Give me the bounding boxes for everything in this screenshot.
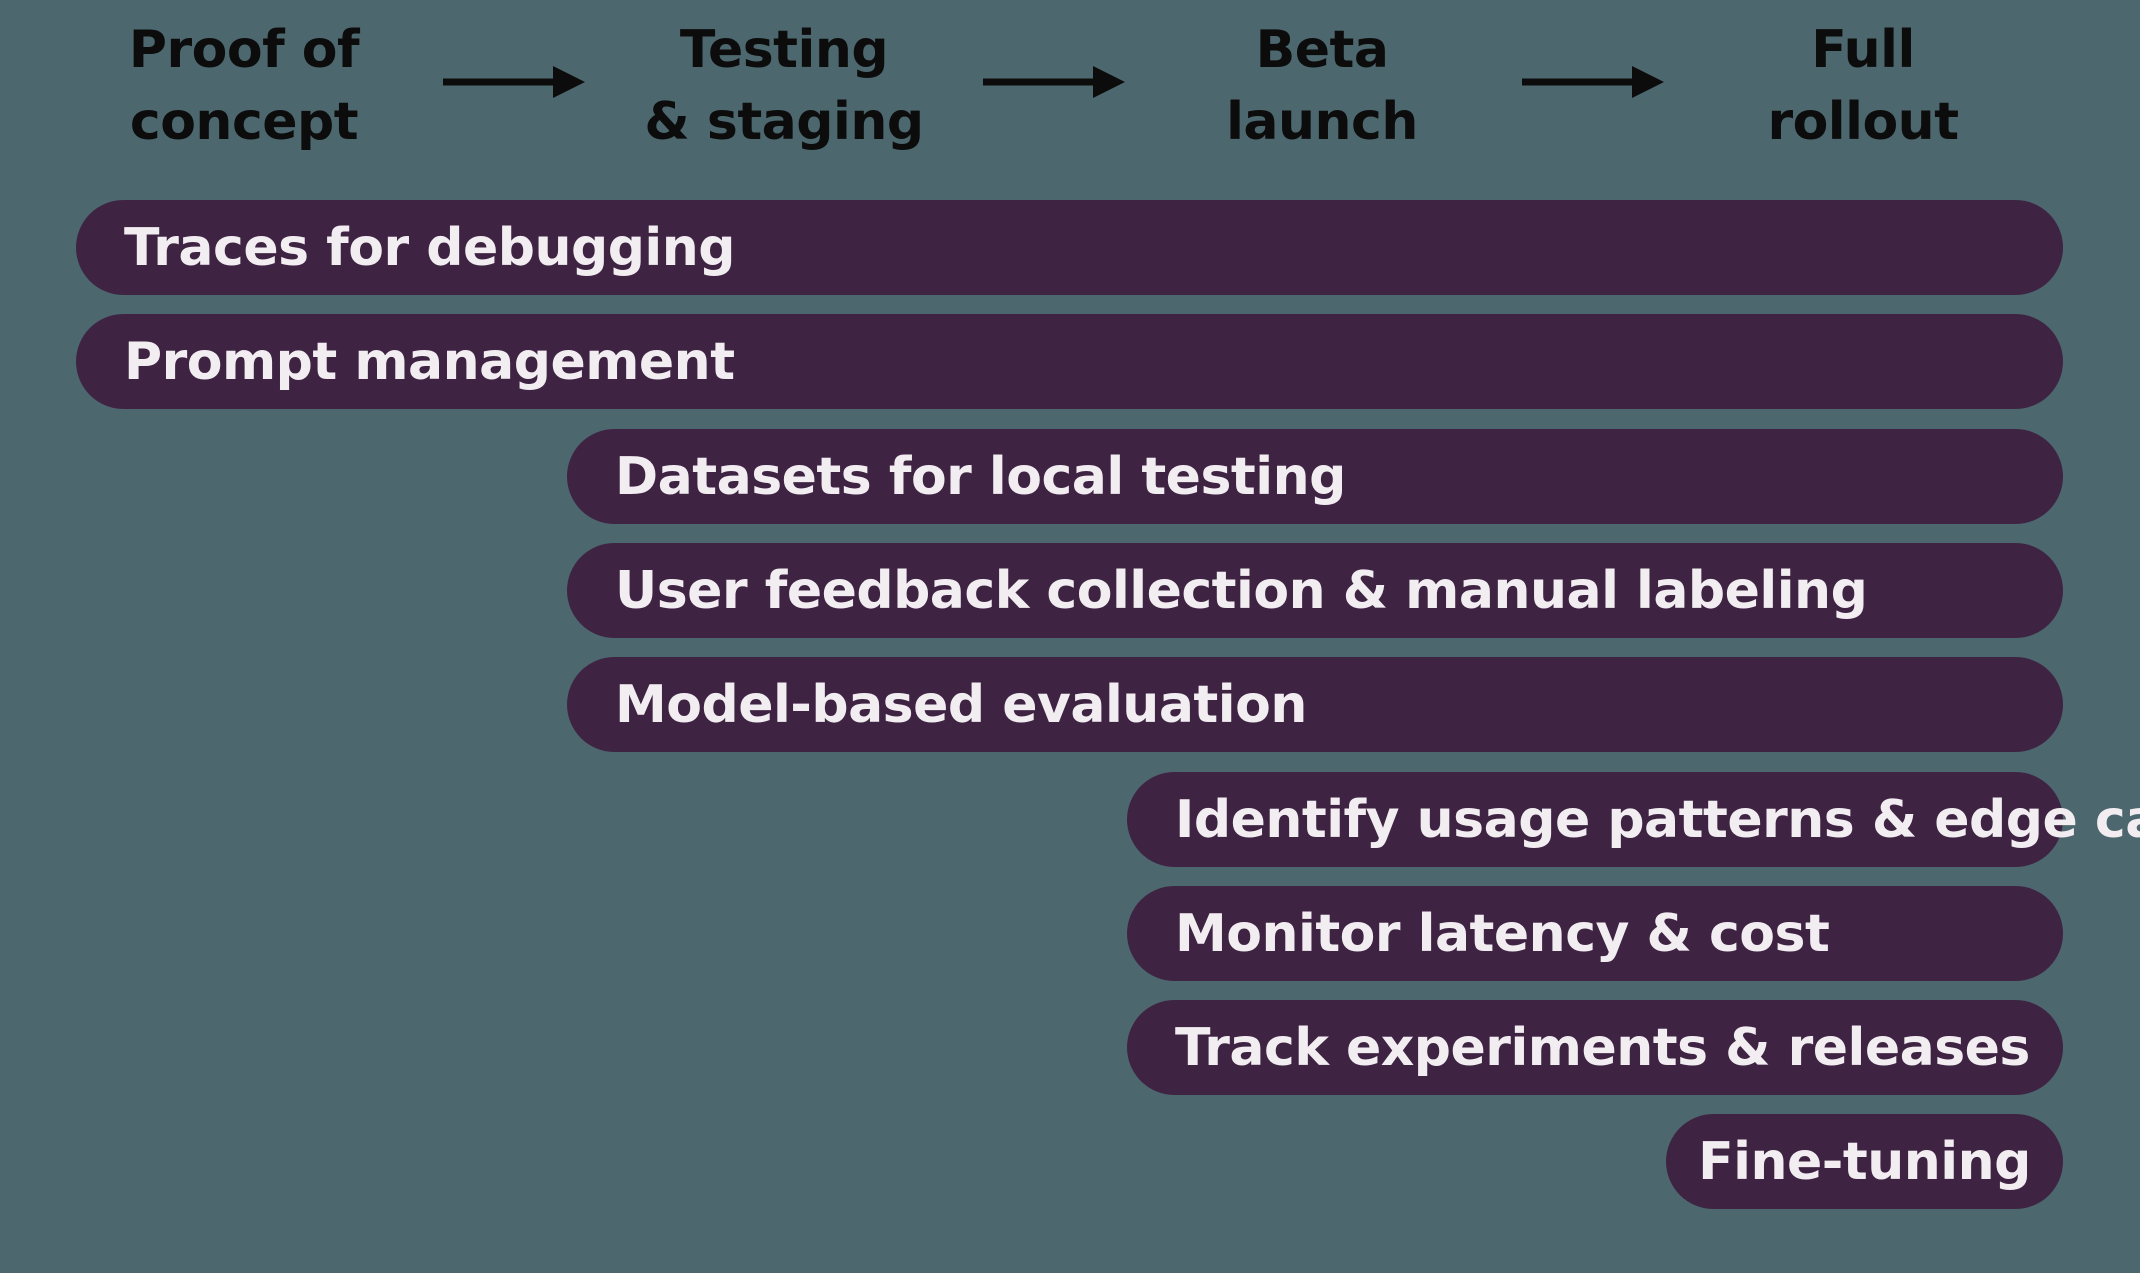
capability-bar-prompt-management: Prompt management xyxy=(76,314,2063,409)
capability-bar-label: User feedback collection & manual labeli… xyxy=(615,560,1868,621)
flow-arrow-icon xyxy=(983,65,1125,99)
capability-bar-model-based-evaluation: Model-based evaluation xyxy=(567,657,2063,752)
capability-bar-datasets-for-local-testing: Datasets for local testing xyxy=(567,429,2063,524)
capability-bar-label: Traces for debugging xyxy=(124,217,735,278)
capability-bar-traces-for-debugging: Traces for debugging xyxy=(76,200,2063,295)
capability-bar-label: Fine-tuning xyxy=(1698,1131,2031,1192)
capability-bar-label: Monitor latency & cost xyxy=(1175,903,1830,964)
capability-bar-label: Prompt management xyxy=(124,331,735,392)
capability-bar-label: Track experiments & releases xyxy=(1175,1017,2030,1078)
capability-bar-label: Model-based evaluation xyxy=(615,674,1307,735)
capability-bar-label: Datasets for local testing xyxy=(615,446,1346,507)
flow-arrow-icon xyxy=(1522,65,1664,99)
capability-bar-label: Identify usage patterns & edge cases xyxy=(1175,789,2140,850)
capability-bar-track-experiments-releases: Track experiments & releases xyxy=(1127,1000,2063,1095)
phase-heading-proof-of-concept: Proof of concept xyxy=(128,20,360,152)
phase-heading-full-rollout: Full rollout xyxy=(1767,20,1959,152)
capability-bar-user-feedback-collection: User feedback collection & manual labeli… xyxy=(567,543,2063,638)
flow-arrow-icon xyxy=(443,65,585,99)
phase-heading-testing-staging: Testing & staging xyxy=(644,20,924,152)
capability-bar-identify-usage-patterns: Identify usage patterns & edge cases xyxy=(1127,772,2140,867)
phase-heading-beta-launch: Beta launch xyxy=(1226,20,1418,152)
capability-bar-fine-tuning: Fine-tuning xyxy=(1666,1114,2063,1209)
capability-bar-monitor-latency-cost: Monitor latency & cost xyxy=(1127,886,2063,981)
